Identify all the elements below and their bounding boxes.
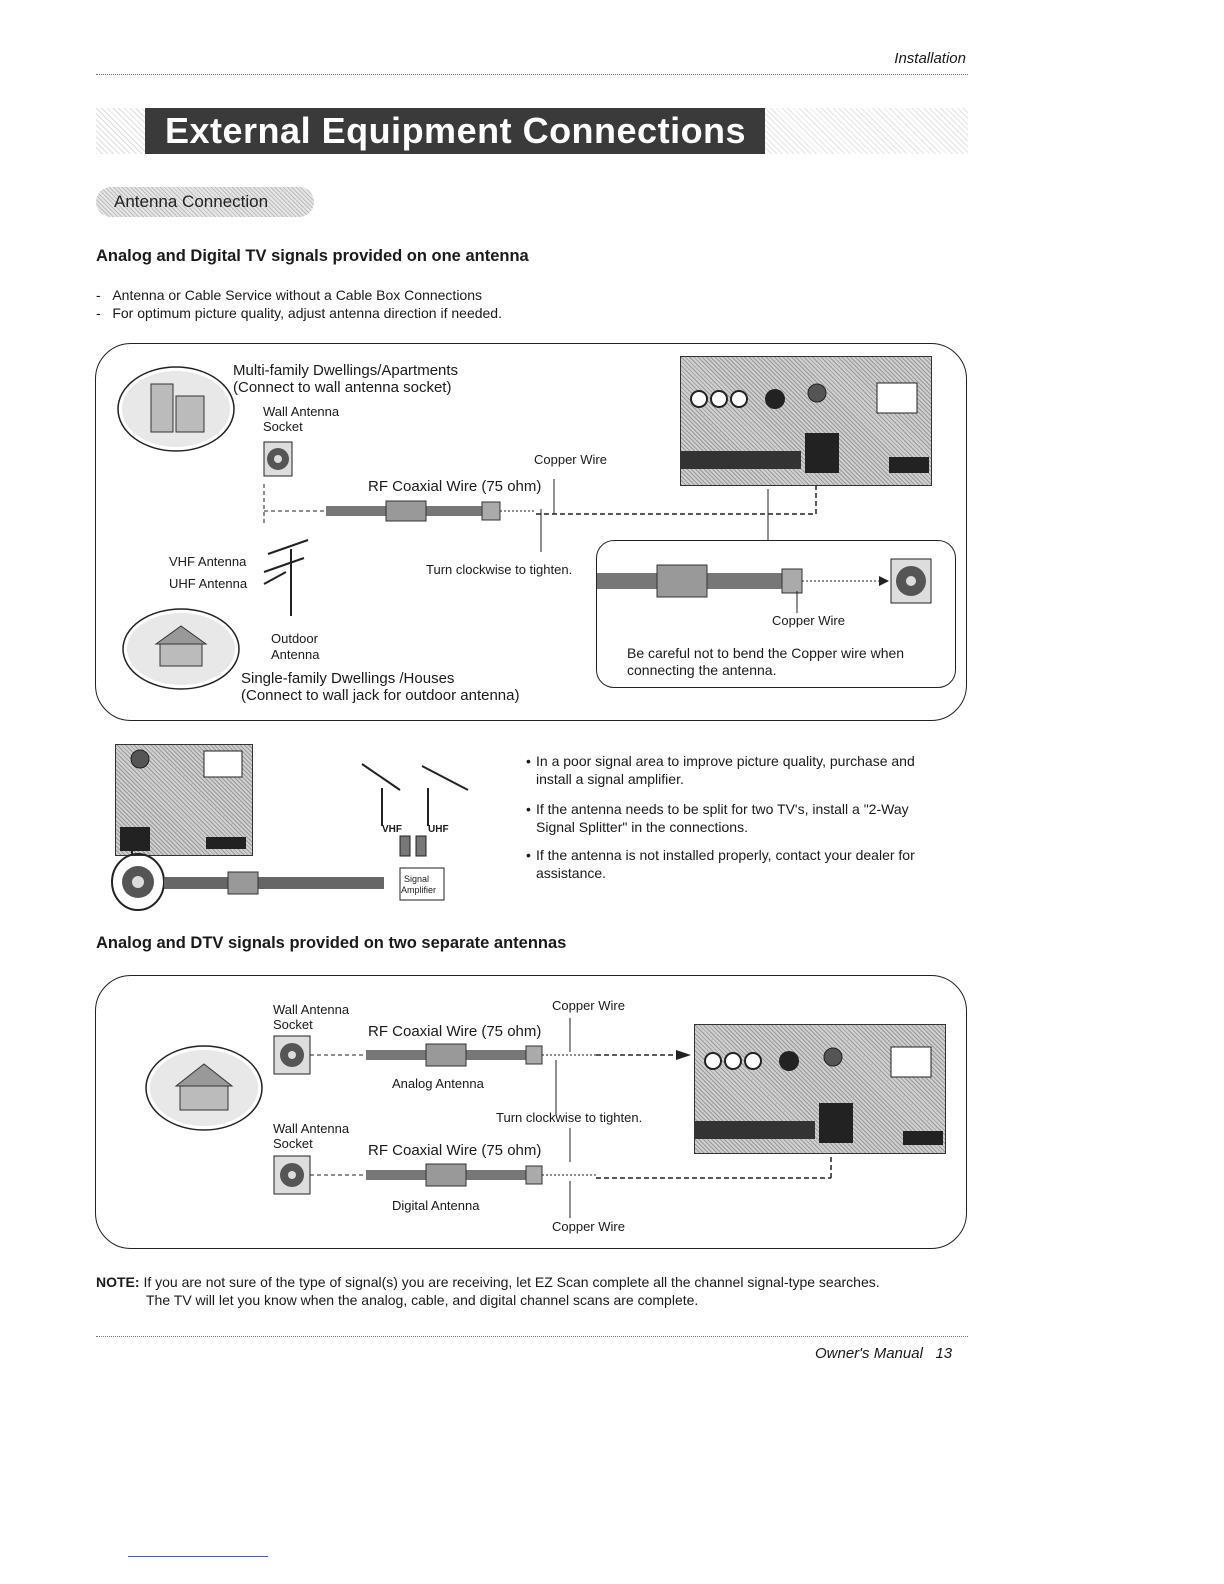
label-digital-antenna: Digital Antenna [392,1198,480,1213]
bottom-divider [128,1556,268,1557]
header-rule [96,74,968,75]
label-amplifier: Signal [404,874,430,884]
tv-back-panel [680,356,932,486]
section-heading-one-antenna: Analog and Digital TV signals provided o… [96,247,529,265]
tv-jacks [681,382,929,473]
section-heading-two-antennas: Analog and DTV signals provided on two s… [96,934,567,952]
label-vhf: VHF [382,824,402,835]
label-wall-socket-bottom-2: Socket [273,1136,313,1151]
label-rf-coax-top: RF Coaxial Wire (75 ohm) [368,1023,542,1040]
label-single-family-sub: (Connect to wall jack for outdoor antenn… [241,687,520,704]
label-rf-coax-bottom: RF Coaxial Wire (75 ohm) [368,1142,542,1159]
label-copper-wire: Copper Wire [534,452,607,467]
label-wall-socket-top: Wall Antenna [273,1002,350,1017]
footer-manual-title: Owner's Manual [815,1345,923,1362]
label-multi-family: Multi-family Dwellings/Apartments [233,362,459,379]
label-copper-wire-bottom: Copper Wire [552,1219,625,1234]
page-number: 13 [935,1345,953,1362]
note-line-2: The TV will let you know when the analog… [146,1292,699,1308]
label-multi-family-sub: (Connect to wall antenna socket) [233,379,452,396]
label-inner-copper: Copper Wire [772,613,845,628]
banner-decoration-left [96,108,145,154]
label-wall-socket-top-2: Socket [273,1017,313,1032]
diagram-two-antennas: Wall Antenna Socket Copper Wire RF Coaxi… [95,975,967,1249]
label-analog-antenna: Analog Antenna [392,1076,484,1091]
page-footer: Owner's Manual 13 [815,1345,952,1362]
label-turn-clockwise-2: Turn clockwise to tighten. [496,1110,643,1125]
label-turn-clockwise: Turn clockwise to tighten. [426,562,573,577]
tv-jacks-2 [695,1046,943,1145]
vhf-uhf-antennas [361,763,469,857]
banner-decoration-right [765,108,968,154]
note-line-1: If you are not sure of the type of signa… [143,1274,880,1290]
list-item: If the antenna is not installed properly… [526,846,936,882]
page-title: External Equipment Connections [145,108,765,154]
diagram-one-antenna: Multi-family Dwellings/Apartments (Conne… [95,343,967,721]
label-wall-socket-2: Socket [263,419,303,434]
list-item: If the antenna needs to be split for two… [526,800,936,836]
label-uhf-antenna: UHF Antenna [169,576,248,591]
label-uhf: UHF [428,824,449,835]
label-rf-coax: RF Coaxial Wire (75 ohm) [368,478,542,495]
subsection-title: Antenna Connection [96,187,314,217]
caution-box: Copper Wire Be careful not to bend the C… [596,540,956,688]
label-outdoor: Outdoor [271,631,318,646]
note-label: NOTE: [96,1274,140,1290]
caution-text-1: Be careful not to bend the Copper wire w… [627,645,905,661]
amplifier-diagram [111,834,445,911]
section-header: Installation [894,50,966,67]
label-outdoor-2: Antenna [271,647,320,662]
label-wall-socket-bottom: Wall Antenna [273,1121,350,1136]
label-amplifier-2: Amplifier [401,885,437,895]
list-item: In a poor signal area to improve picture… [526,752,936,788]
connection-lines-2 [145,1018,837,1218]
list-item: - Antenna or Cable Service without a Cab… [96,287,483,303]
tv-jacks-small [120,749,246,851]
list-item: - For optimum picture quality, adjust an… [96,305,502,321]
tv-back-panel-2 [694,1024,946,1154]
label-copper-wire-top: Copper Wire [552,998,625,1013]
label-vhf-antenna: VHF Antenna [169,554,247,569]
coax-closeup [597,558,932,613]
tv-back-panel-small [115,744,253,856]
footer-rule [96,1336,968,1337]
note: NOTE: If you are not sure of the type of… [96,1273,956,1309]
label-single-family: Single-family Dwellings /Houses [241,670,455,687]
connection-lines [117,366,822,690]
label-wall-socket: Wall Antenna [263,404,340,419]
caution-text-2: connecting the antenna. [627,662,777,678]
